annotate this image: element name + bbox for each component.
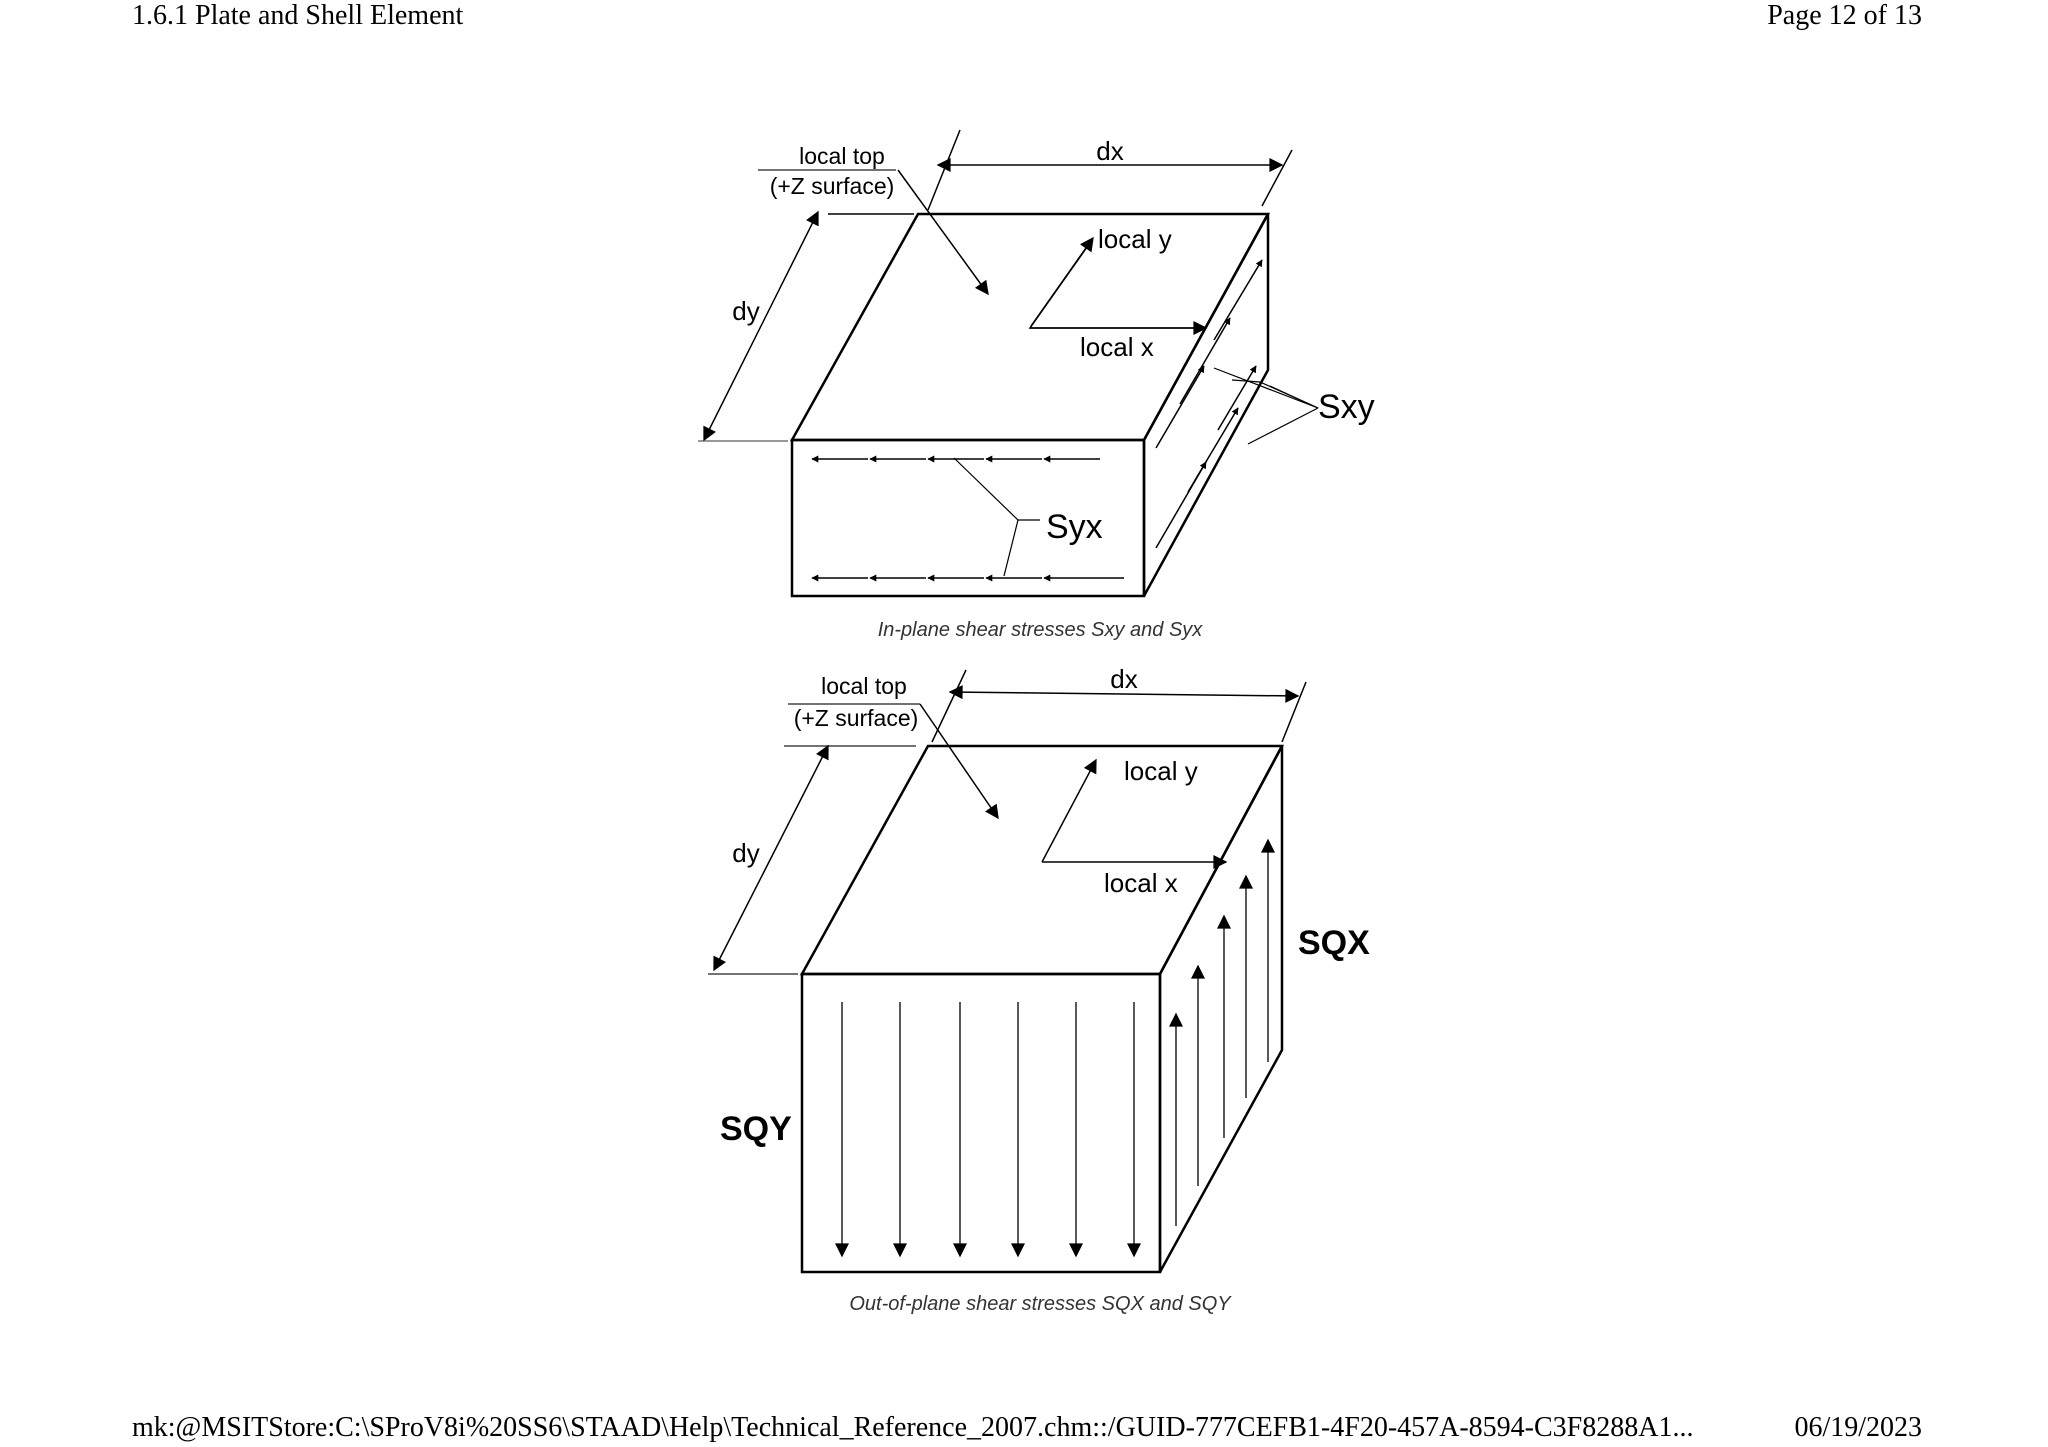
label-z-surface: (+Z surface) [794,705,919,731]
caption-figure-1: In-plane shear stresses Sxy and Syx [878,619,1204,641]
sxy-arrows [1155,259,1263,549]
sxy-leader-lower [1213,367,1319,409]
local-y-arrow [1030,236,1094,327]
element-box [789,212,1271,598]
label-local-top: local top [821,673,907,699]
syx-leader-bottom [1003,519,1019,577]
label-dx: dx [1096,136,1123,166]
caption-figure-2: Out-of-plane shear stresses SQX and SQY [849,1293,1232,1315]
footer-url: mk:@MSITStore:C:\SProV8i%20SS6\STAAD\Hel… [132,1412,1694,1443]
label-sxy: Sxy [1318,388,1375,426]
figure-in-plane-shear: local top (+Z surface) dx dy local y loc… [698,129,1375,641]
syx-leader-top [953,457,1040,521]
dy-dimension-line [703,210,819,442]
label-sqx: SQX [1298,924,1370,962]
sqx-arrows [1169,838,1275,1226]
sxy-leader-bottom [1247,407,1319,445]
label-dy: dy [732,838,759,868]
footer-date: 06/19/2023 [1794,1412,1922,1443]
label-syx: Syx [1046,508,1103,546]
label-local-x: local x [1104,868,1178,898]
label-local-top: local top [799,143,885,169]
label-sqy: SQY [720,1110,792,1148]
label-z-surface: (+Z surface) [770,173,895,199]
dy-dimension-line [713,744,829,972]
local-y-arrow [1041,758,1097,863]
page-indicator: Page 12 of 13 [1767,0,1922,31]
label-local-x: local x [1080,332,1154,362]
sqy-arrows [835,1002,1141,1258]
dx-extension-left [931,669,967,743]
section-title: 1.6.1 Plate and Shell Element [132,0,464,31]
figure-out-of-plane-shear: local top (+Z surface) dx dy local y loc… [708,664,1370,1315]
dx-extension-right [1281,681,1307,743]
element-box [799,744,1285,1274]
dx-extension-right [1261,149,1293,207]
local-top-pointer [919,703,999,820]
label-local-y: local y [1124,756,1198,786]
dx-extension-left [927,129,961,211]
sxy-leader-upper [1269,385,1319,409]
dx-dimension-line [948,685,1300,703]
local-top-pointer [897,169,989,296]
label-dy: dy [732,296,759,326]
label-local-y: local y [1098,224,1172,254]
label-dx: dx [1110,664,1137,694]
